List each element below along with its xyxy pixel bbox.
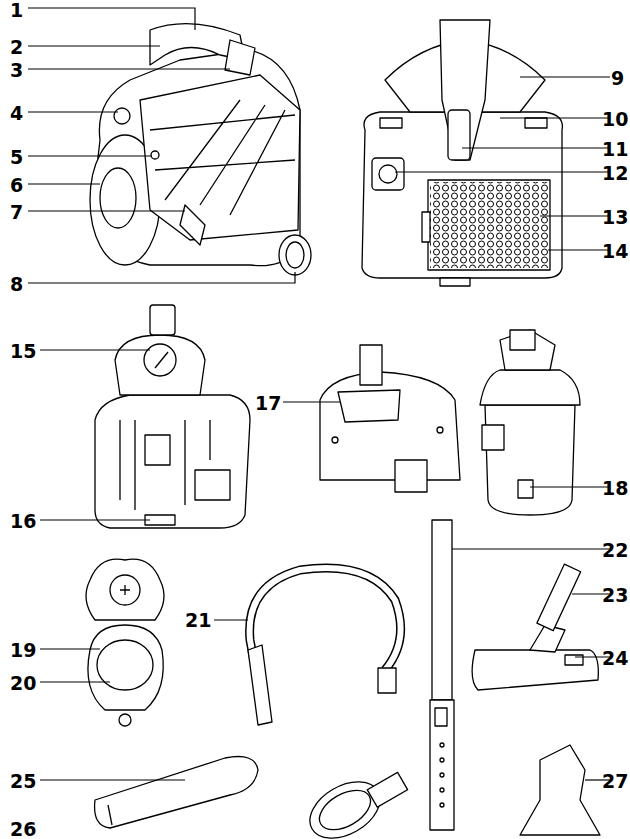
callout-number: 26 [10, 819, 36, 839]
callout-number: 27 [602, 771, 628, 791]
upholstery-tool [520, 745, 600, 835]
vacuum-bottom-view [95, 305, 250, 528]
callout-number: 2 [10, 37, 23, 57]
filter [86, 559, 164, 726]
hose [248, 568, 401, 725]
callout-number: 8 [10, 274, 23, 294]
crevice-tool [95, 757, 258, 829]
floor-brush [472, 564, 598, 690]
callout-number: 23 [602, 585, 628, 605]
vacuum-side-view [90, 24, 311, 275]
handle-detail [320, 345, 460, 492]
callout-number: 25 [10, 771, 36, 791]
callout-number: 10 [602, 109, 628, 129]
vacuum-rear-view [362, 20, 562, 286]
callout-number: 20 [10, 673, 36, 693]
callout-number: 18 [602, 478, 628, 498]
callout-number: 21 [185, 610, 211, 630]
callout-number: 7 [10, 202, 23, 222]
callout-number: 6 [10, 175, 23, 195]
callout-number: 5 [10, 147, 23, 167]
leader-lines [28, 8, 610, 780]
callout-number: 1 [10, 0, 23, 20]
callout-number: 17 [255, 393, 281, 413]
callout-number: 19 [10, 640, 36, 660]
tube [430, 520, 454, 830]
callout-number: 15 [10, 341, 36, 361]
callout-number: 16 [10, 511, 36, 531]
callout-number: 4 [10, 103, 23, 123]
callout-number: 3 [10, 60, 23, 80]
callout-number: 13 [602, 207, 628, 227]
dusting-brush [300, 770, 407, 839]
callout-number: 14 [602, 241, 628, 261]
callout-number: 11 [602, 139, 628, 159]
callout-number: 12 [602, 163, 628, 183]
callout-number: 9 [611, 68, 624, 88]
callout-number: 22 [602, 540, 628, 560]
callout-number: 24 [602, 648, 628, 668]
